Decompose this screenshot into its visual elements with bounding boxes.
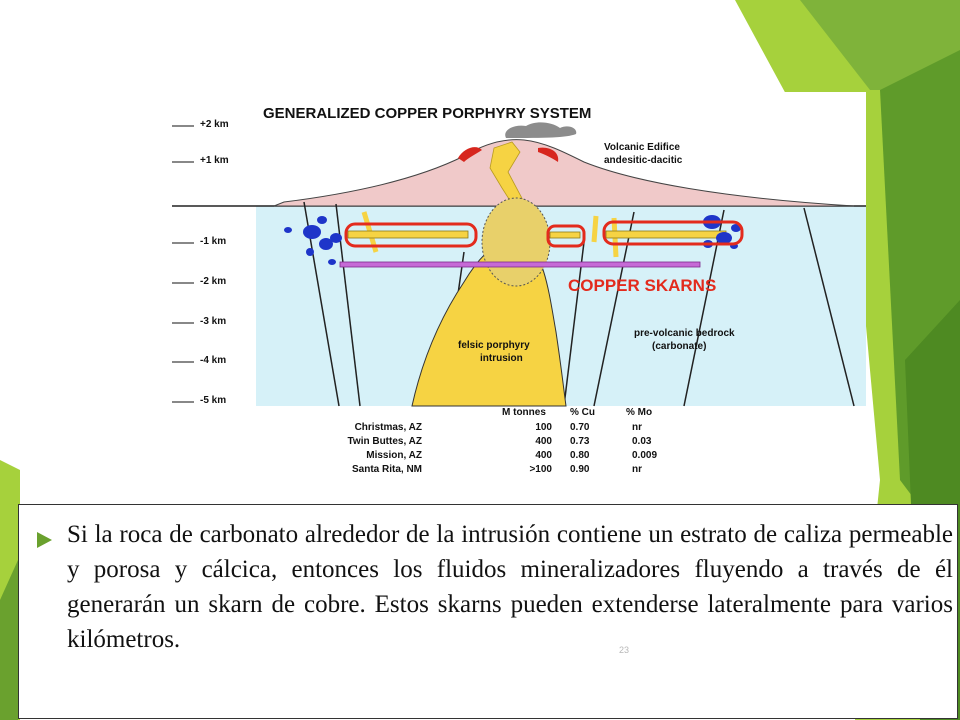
body-paragraph: Si la roca de carbonato alrededor de la …	[67, 521, 953, 653]
deposit-table: M tonnes % Cu % Mo Christmas, AZ 100 0.7…	[348, 407, 658, 475]
depth-scale: +2 km +1 km -1 km -2 km -3 km -4 km -5 k…	[172, 119, 229, 406]
table-header: % Mo	[626, 407, 652, 418]
intrusion-label: felsic porphyry	[458, 340, 530, 351]
lava-flow-right	[538, 147, 559, 162]
volcanic-edifice-label: Volcanic Edifice	[604, 142, 680, 153]
table-cell: Twin Buttes, AZ	[348, 436, 422, 447]
table-cell: nr	[632, 422, 642, 433]
ore-body-left	[284, 216, 342, 265]
skarn-outline-right	[602, 220, 744, 246]
table-cell: 0.80	[570, 450, 590, 461]
skarn-outline-left	[344, 222, 478, 248]
lava-flow-left	[458, 147, 482, 162]
skarn-outline-center	[546, 224, 586, 248]
depth-label: -4 km	[200, 355, 226, 366]
volcanic-edifice	[273, 139, 855, 207]
depth-label: -5 km	[200, 395, 226, 406]
table-cell: Santa Rita, NM	[352, 464, 422, 475]
copper-skarns-label: COPPER SKARNS	[568, 276, 716, 295]
smoke-plume	[505, 122, 577, 138]
arrow-bullet-icon	[37, 532, 52, 548]
depth-label: +1 km	[200, 155, 229, 166]
diagram-title: GENERALIZED COPPER PORPHYRY SYSTEM	[263, 105, 591, 122]
copper-porphyry-diagram: GENERALIZED COPPER PORPHYRY SYSTEM +2 km…	[164, 92, 866, 482]
table-cell: 400	[535, 450, 552, 461]
bedrock-sublabel: (carbonate)	[652, 341, 706, 352]
table-cell: Christmas, AZ	[355, 422, 422, 433]
slide-number: 23	[619, 645, 630, 655]
ore-body-right	[703, 215, 741, 249]
table-cell: 0.009	[632, 450, 657, 461]
depth-label: -3 km	[200, 316, 226, 327]
table-cell: 100	[535, 422, 552, 433]
table-cell: 0.90	[570, 464, 590, 475]
table-cell: 0.03	[632, 436, 652, 447]
intrusion-sublabel: intrusion	[480, 353, 523, 364]
table-header: M tonnes	[502, 407, 546, 418]
table-header: % Cu	[570, 407, 595, 418]
volcanic-edifice-sublabel: andesitic-dacitic	[604, 155, 683, 166]
body-text-box: Si la roca de carbonato alrededor de la …	[18, 504, 958, 719]
depth-label: -2 km	[200, 276, 226, 287]
depth-label: +2 km	[200, 119, 229, 130]
depth-label: -1 km	[200, 236, 226, 247]
table-cell: 0.73	[570, 436, 590, 447]
table-cell: Mission, AZ	[366, 450, 422, 461]
bedrock-label: pre-volcanic bedrock	[634, 328, 735, 339]
table-cell: nr	[632, 464, 642, 475]
table-cell: 0.70	[570, 422, 590, 433]
table-cell: >100	[529, 464, 552, 475]
table-cell: 400	[535, 436, 552, 447]
